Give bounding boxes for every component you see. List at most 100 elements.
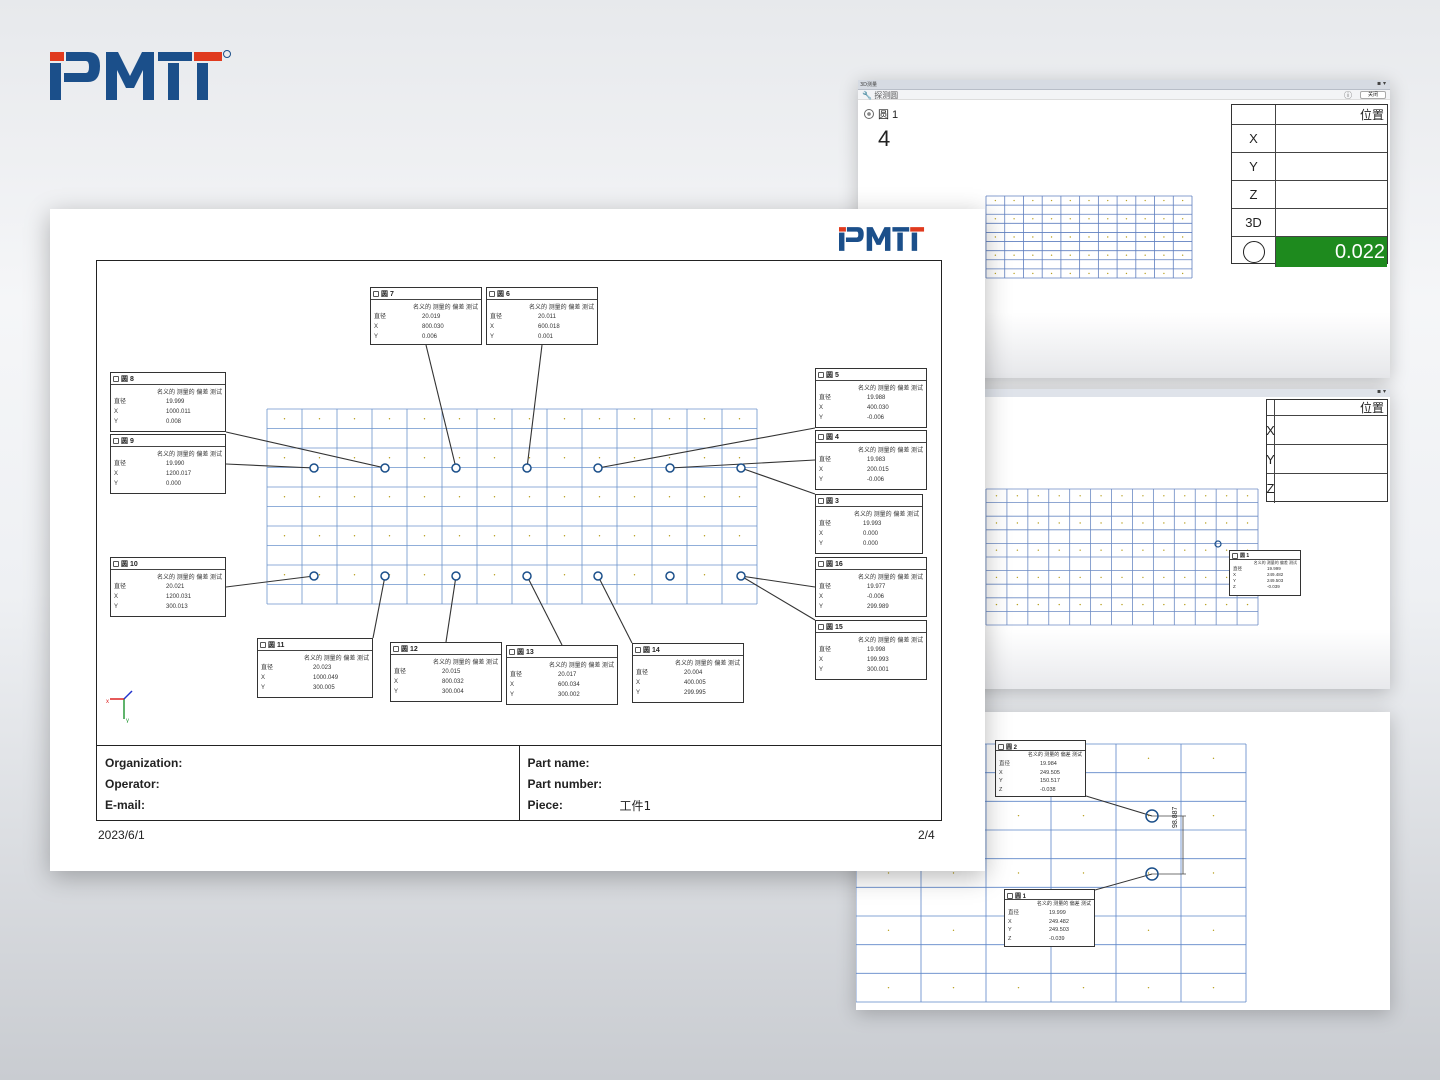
table-header: 位置	[1359, 108, 1384, 122]
window-controls[interactable]: ▪ ▾	[1377, 388, 1386, 395]
callout-title: 圆 16	[818, 559, 843, 569]
callout-title: 圆 1	[1007, 891, 1026, 900]
callout-title: 圆 2	[998, 742, 1017, 751]
mesh-preview-1	[985, 195, 1193, 279]
callout-columns: 名义的 测量的 偏差 测试	[857, 386, 923, 392]
row-z-label: Z	[1267, 474, 1275, 503]
callout-columns: 名义的 测量的 偏差 测试	[1027, 752, 1082, 758]
footer-right: Part name: Part number: Piece: 工件1	[518, 745, 942, 820]
window-titlebar: 3D测量 ▪ ▾	[858, 80, 1390, 90]
probe-circle-marker[interactable]	[522, 571, 532, 581]
pmt-logo	[50, 50, 231, 100]
radio-icon[interactable]	[864, 109, 874, 119]
table-header: 位置	[1359, 401, 1384, 415]
callout-columns: 名义的 测量的 偏差 测试	[156, 452, 222, 458]
leader-line	[740, 575, 816, 621]
callout-title: 圆 1	[1232, 552, 1249, 559]
leader-line	[445, 575, 457, 643]
probe-tab-label: 探测圆	[874, 91, 899, 100]
window-controls[interactable]: ▪ ▾	[1377, 80, 1386, 87]
organization-label: Organization:	[105, 756, 183, 770]
row-z-label: Z	[1232, 181, 1276, 208]
count-value: 4	[878, 126, 891, 151]
probe-circle-marker[interactable]	[1145, 809, 1159, 823]
callout-title: 圆 7	[373, 289, 394, 299]
info-icon[interactable]: ⓘ	[1344, 91, 1352, 100]
probe-circle-marker[interactable]	[309, 571, 319, 581]
callout-columns: 名义的 测量的 偏差 测试	[857, 575, 923, 581]
email-label: E-mail:	[105, 798, 146, 812]
callout-title: 圆 12	[393, 644, 418, 654]
probe-circle-marker[interactable]	[665, 463, 675, 473]
probe-circle-marker[interactable]	[380, 463, 390, 473]
report-pmt-logo	[839, 227, 925, 251]
probe-tab[interactable]: 🔧 探测圆	[862, 91, 899, 100]
probe-circle-marker[interactable]	[380, 571, 390, 581]
callout-title: 圆 3	[818, 496, 839, 506]
probe-circle-marker[interactable]	[451, 571, 461, 581]
callout-columns: 名义的 测量的 偏差 测试	[412, 305, 478, 311]
callout-title: 圆 15	[818, 622, 843, 632]
callout-columns: 名义的 测量的 偏差 测试	[1253, 560, 1297, 565]
probe-circle-marker[interactable]	[1214, 540, 1222, 548]
leader-line	[425, 344, 457, 469]
mesh-grid	[985, 195, 1193, 279]
leader-line	[740, 575, 816, 588]
leader-line	[372, 575, 386, 639]
callout-columns: 名义的 测量的 偏差 测试	[548, 663, 614, 669]
probe-circle-marker[interactable]	[593, 463, 603, 473]
report-date: 2023/6/1	[98, 828, 145, 842]
callout-title: 圆 11	[260, 640, 284, 650]
piece-label: Piece:	[527, 798, 563, 812]
position-table: 位置 X Y Z	[1266, 399, 1388, 503]
row-y-label: Y	[1266, 445, 1275, 473]
position-table: 位置 X Y Z 3D 0.022	[1231, 104, 1388, 267]
callout-title: 圆 5	[818, 370, 839, 380]
leader-line	[526, 575, 563, 646]
svg-text:x: x	[106, 699, 109, 705]
probe-circle-marker[interactable]	[665, 571, 675, 581]
probe-circle-marker[interactable]	[309, 463, 319, 473]
probe-circle-marker[interactable]	[736, 463, 746, 473]
callout-title: 圆 9	[113, 436, 134, 446]
callout-columns: 名义的 测量的 偏差 测试	[857, 638, 923, 644]
callout-title: 圆 4	[818, 432, 839, 442]
report-footer-table: Organization: Operator: E-mail: Part nam…	[96, 745, 942, 821]
operator-label: Operator:	[105, 777, 160, 791]
piece-value: 工件1	[619, 799, 652, 813]
callout-columns: 名义的 测量的 偏差 测试	[528, 305, 594, 311]
callout-columns: 名义的 测量的 偏差 测试	[1036, 901, 1091, 907]
svg-text:y: y	[126, 718, 129, 723]
result-value: 0.022	[1276, 237, 1387, 267]
probe-circle-marker[interactable]	[1145, 867, 1159, 881]
leader-line	[597, 575, 633, 644]
probe-circle-marker[interactable]	[451, 463, 461, 473]
probe-circle-marker[interactable]	[522, 463, 532, 473]
mesh-preview-2	[985, 488, 1259, 626]
close-button[interactable]: 关闭	[1360, 91, 1386, 99]
part-name-label: Part name:	[527, 756, 590, 770]
probe-circle-marker[interactable]	[736, 571, 746, 581]
probe-circle-marker[interactable]	[593, 571, 603, 581]
distance-dimension: 98.887	[1172, 806, 1179, 828]
mesh-grid	[266, 408, 758, 605]
